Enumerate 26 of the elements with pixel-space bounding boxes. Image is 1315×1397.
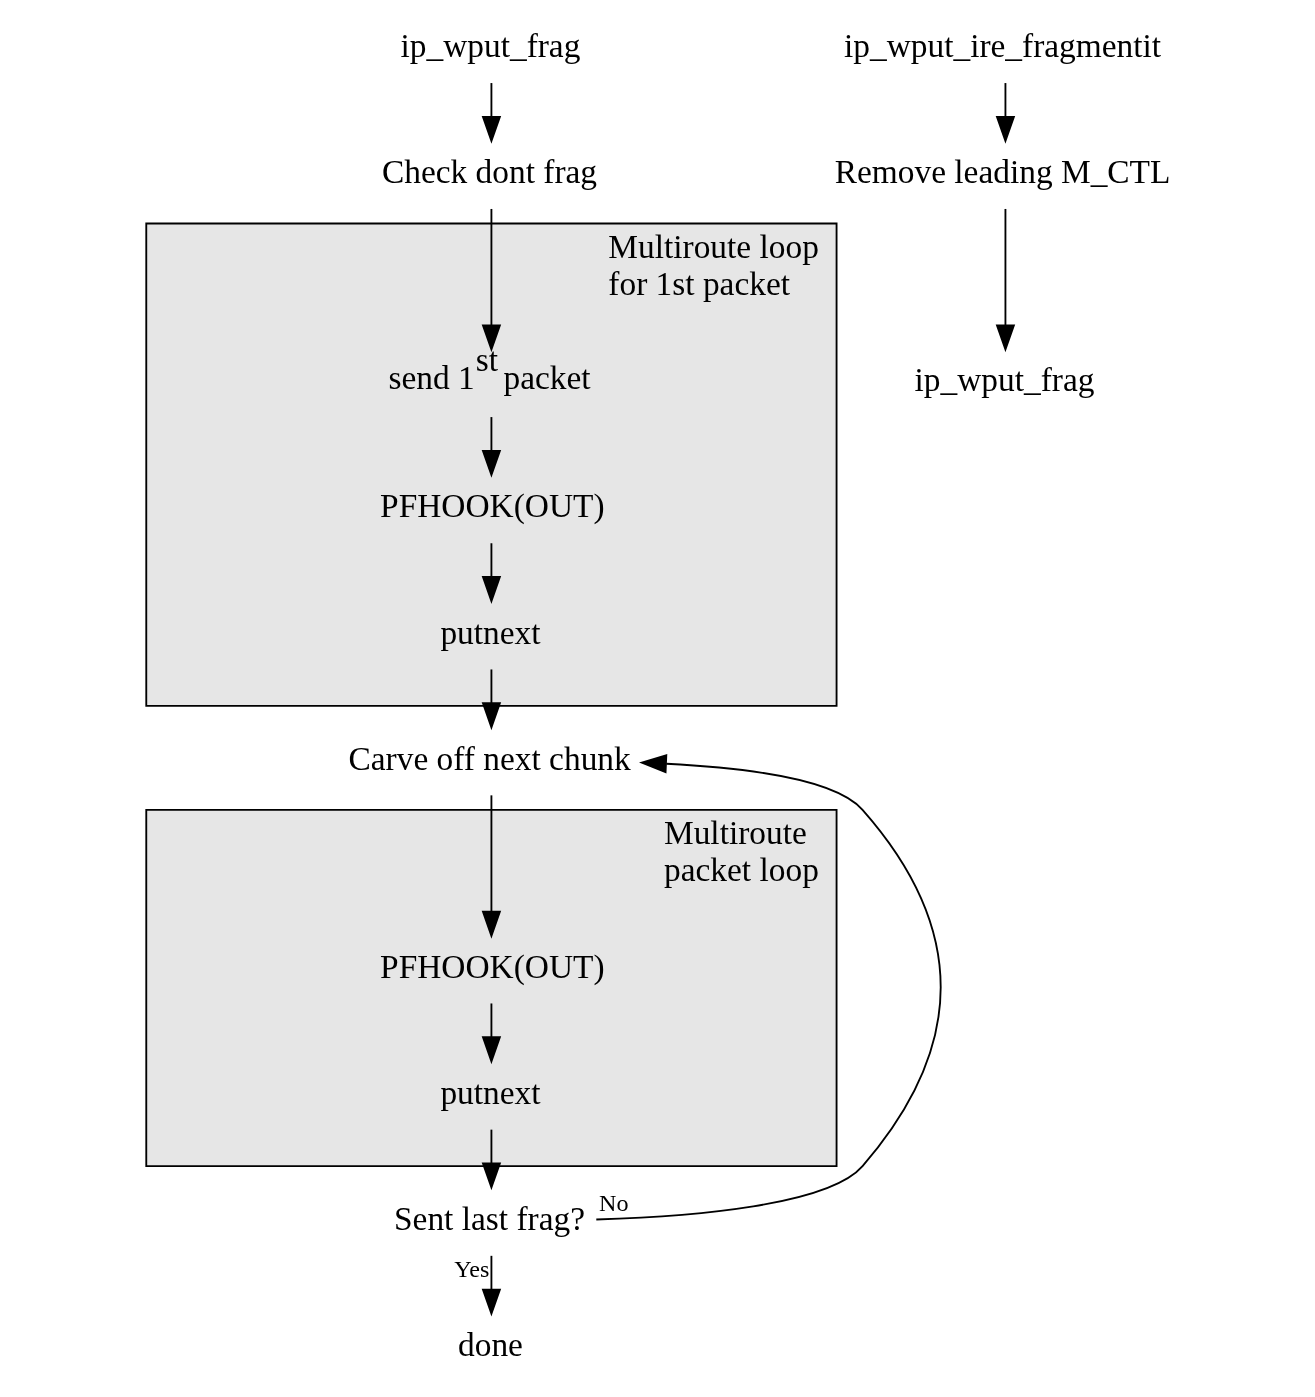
node-text: Check dont frag [381, 153, 598, 191]
arrow [995, 82, 1016, 144]
node-text: ip_wput_frag [914, 361, 1095, 399]
edge-label: Yes [454, 1256, 490, 1283]
arrow [481, 82, 502, 144]
arrow [481, 1002, 502, 1065]
arrow [481, 208, 502, 353]
node-text: done [458, 1326, 523, 1364]
arrow [481, 668, 502, 731]
arrow [481, 416, 502, 478]
node-text: Sent last frag? [394, 1199, 586, 1237]
node-text: ip_wput_frag [400, 27, 581, 65]
node-text: PFHOOK(OUT) [380, 947, 605, 985]
node-text: PFHOOK(OUT) [380, 487, 605, 525]
arrow [995, 208, 1016, 353]
arrow [481, 1128, 502, 1191]
arrow [481, 542, 502, 604]
node-text: putnext [440, 1073, 541, 1111]
edge-label: No [599, 1190, 629, 1217]
node-text: Remove leading M_CTL [834, 153, 1171, 191]
node-text: ip_wput_ire_fragmentit [843, 27, 1162, 65]
arrow [595, 754, 942, 1221]
node-text: Carve off next chunk [348, 739, 631, 777]
node-text: putnext [440, 613, 541, 651]
arrow [481, 794, 502, 939]
arrow [481, 1254, 502, 1317]
